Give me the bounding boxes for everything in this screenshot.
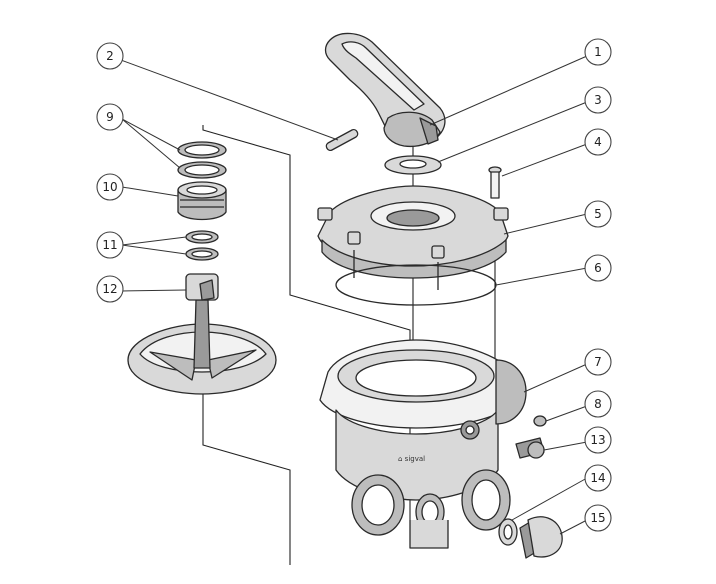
valve-body-part: ⌂ sigval bbox=[319, 339, 527, 549]
small-plug-part bbox=[533, 415, 547, 427]
callout-badge-1: 1 bbox=[584, 38, 612, 66]
handle-lever-part bbox=[324, 32, 446, 148]
callout-label-10: 10 bbox=[102, 180, 117, 194]
callout-label-11: 11 bbox=[102, 238, 117, 252]
spring-bushing-part bbox=[177, 181, 227, 221]
callout-badge-2: 2 bbox=[96, 42, 124, 70]
callout-badge-11: 11 bbox=[96, 231, 124, 259]
drain-washer-part bbox=[498, 518, 518, 546]
callout-badge-8: 8 bbox=[584, 390, 612, 418]
pin-part bbox=[325, 128, 359, 152]
callout-label-14: 14 bbox=[590, 471, 605, 485]
callout-badge-5: 5 bbox=[584, 200, 612, 228]
callout-label-1: 1 bbox=[594, 45, 602, 59]
drain-cap-part bbox=[519, 516, 563, 559]
callout-label-4: 4 bbox=[594, 135, 602, 149]
callout-label-12: 12 bbox=[102, 282, 117, 296]
callout-badge-3: 3 bbox=[584, 86, 612, 114]
seal-rings-part bbox=[177, 141, 227, 179]
callout-badge-7: 7 bbox=[584, 348, 612, 376]
callout-badge-10: 10 bbox=[96, 173, 124, 201]
callout-label-13: 13 bbox=[590, 433, 605, 447]
callout-label-7: 7 bbox=[594, 355, 602, 369]
callout-badge-15: 15 bbox=[584, 504, 612, 532]
callout-label-9: 9 bbox=[106, 110, 114, 124]
valve-body-marking: ⌂ sigval bbox=[398, 455, 425, 463]
gauge-fitting-part bbox=[515, 437, 545, 459]
callout-label-6: 6 bbox=[594, 261, 602, 275]
callout-label-3: 3 bbox=[594, 93, 602, 107]
callout-badge-6: 6 bbox=[584, 254, 612, 282]
screw-part bbox=[488, 166, 502, 199]
callout-label-8: 8 bbox=[594, 397, 602, 411]
callout-badge-9: 9 bbox=[96, 103, 124, 131]
callout-label-5: 5 bbox=[594, 207, 602, 221]
rotor-disc-part bbox=[127, 273, 277, 395]
callout-badge-13: 13 bbox=[584, 426, 612, 454]
callout-badge-14: 14 bbox=[584, 464, 612, 492]
flat-washer-part bbox=[384, 155, 442, 175]
small-o-rings-part bbox=[185, 230, 219, 261]
callout-leaders bbox=[109, 55, 588, 535]
callout-badge-4: 4 bbox=[584, 128, 612, 156]
callout-badge-12: 12 bbox=[96, 275, 124, 303]
callout-label-15: 15 bbox=[590, 511, 605, 525]
callout-label-2: 2 bbox=[106, 49, 114, 63]
